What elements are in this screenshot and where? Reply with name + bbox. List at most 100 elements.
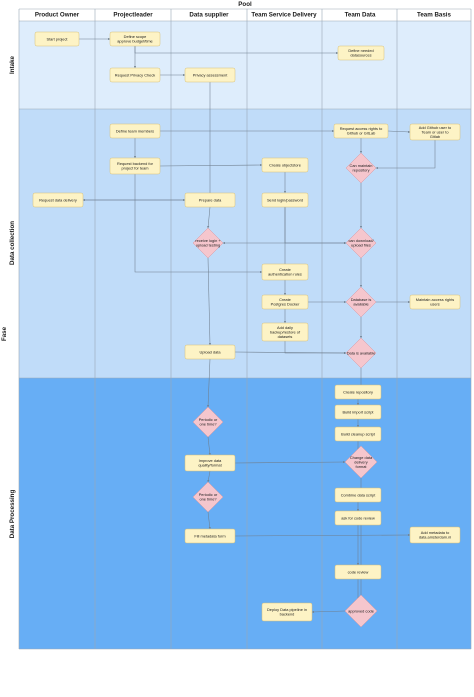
task-box xyxy=(337,45,385,61)
task-box xyxy=(32,192,84,208)
task-askreview[interactable]: ask for code review xyxy=(334,510,382,526)
node-label: datasources xyxy=(350,53,371,58)
task-box xyxy=(261,322,309,342)
node-label: Team or user to xyxy=(421,129,448,134)
node-label: available xyxy=(353,302,368,307)
task-box xyxy=(334,564,382,580)
node-label: repository xyxy=(352,168,369,173)
phase-label-data-processing: Data Processing xyxy=(9,490,16,539)
node-label: Add Github user to xyxy=(419,125,451,130)
task-box xyxy=(334,487,382,503)
decision-diamond xyxy=(344,594,378,628)
decision-receivelogin[interactable]: receive login +upload testing xyxy=(192,227,224,259)
lane-header-product-owner: Product Owner xyxy=(35,12,80,19)
phase-label-data-collection: Data collection xyxy=(9,221,16,265)
node-label: Create xyxy=(279,267,291,272)
node-label: Data is available xyxy=(347,350,376,355)
pool-label: Pool xyxy=(238,1,252,8)
lane-header-data-supplier: Data supplier xyxy=(189,12,229,19)
task-box xyxy=(409,123,461,141)
task-combine[interactable]: Combine data script xyxy=(334,487,382,503)
node-label: Create repository xyxy=(343,389,373,394)
node-label: Create xyxy=(279,297,291,302)
task-upload[interactable]: Upload data xyxy=(184,344,236,360)
phase-band-intake xyxy=(19,21,471,109)
task-codereview[interactable]: code review xyxy=(334,564,382,580)
decision-candownload[interactable]: can download/upload files xyxy=(345,227,377,259)
task-box xyxy=(261,192,309,208)
decision-diamond xyxy=(345,286,377,318)
task-box xyxy=(261,263,309,281)
decision-diamond xyxy=(345,337,377,369)
task-box xyxy=(34,31,80,47)
phase-band-data-collection xyxy=(19,109,471,378)
node-label: approved code xyxy=(348,608,374,613)
node-label: format xyxy=(355,464,367,469)
node-label: Upload data xyxy=(200,349,222,354)
task-box xyxy=(261,294,309,310)
node-label: Build cleanup script xyxy=(341,431,376,436)
node-label: code review xyxy=(348,569,369,574)
decision-diamond xyxy=(345,227,377,259)
decision-dataavail[interactable]: Data is available xyxy=(345,337,377,369)
task-box xyxy=(334,426,382,442)
node-label: Change data xyxy=(350,455,373,460)
node-label: Add daily xyxy=(277,325,293,330)
task-members[interactable]: Define team members xyxy=(109,123,161,139)
node-label: Periodic or xyxy=(199,492,218,497)
task-privassess[interactable]: Privacy assessment xyxy=(184,67,236,83)
decision-approved[interactable]: approved code xyxy=(344,594,378,628)
task-box xyxy=(184,192,236,208)
task-import[interactable]: Build import script xyxy=(334,404,382,420)
decision-diamond xyxy=(192,227,224,259)
node-label: Define team members xyxy=(116,128,154,133)
node-label: upload files xyxy=(351,243,371,248)
task-repo[interactable]: Create repository xyxy=(334,384,382,400)
lane-dividers xyxy=(18,8,472,650)
task-box xyxy=(184,344,236,360)
node-label: Send login/password xyxy=(267,197,303,202)
node-label: Deploy Data pipeline in xyxy=(267,607,307,612)
node-label: project for team xyxy=(121,166,148,171)
task-sendlogin[interactable]: Send login/password xyxy=(261,192,309,208)
node-label: Gitlab xyxy=(430,134,440,139)
task-start[interactable]: Start project xyxy=(34,31,80,47)
task-metaform[interactable]: Fill metadata form xyxy=(184,528,236,544)
node-label: Request Privacy Check xyxy=(115,72,155,77)
task-box xyxy=(109,123,161,139)
task-box xyxy=(333,123,389,139)
connector-periodic1-to-improve xyxy=(207,436,211,456)
task-objstore[interactable]: Create objectstore xyxy=(261,157,309,173)
connector-metaform-to-addmeta xyxy=(234,533,411,537)
connector-upload-to-periodic1 xyxy=(206,358,211,408)
task-privreq[interactable]: Request Privacy Check xyxy=(109,67,161,83)
node-label: backup/restore of xyxy=(270,329,301,334)
task-delivery[interactable]: Request data delivery xyxy=(32,192,84,208)
connector-improve-to-changefmt xyxy=(234,460,346,464)
connector-addgit-to-canmaintain xyxy=(375,140,436,170)
task-prepare[interactable]: Prepare data xyxy=(184,192,236,208)
task-box xyxy=(409,294,461,310)
node-label: Prepare data xyxy=(199,197,222,202)
task-box xyxy=(409,526,461,544)
task-cleanup[interactable]: Build cleanup script xyxy=(334,426,382,442)
node-label: Create objectstore xyxy=(269,162,301,167)
node-label: Start project xyxy=(47,36,69,41)
